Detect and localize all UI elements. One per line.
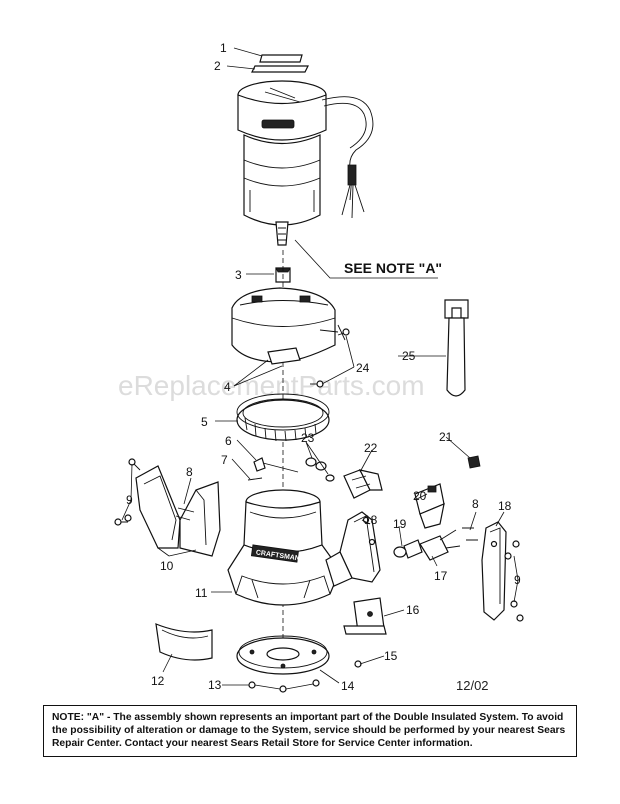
part-14-sub-base <box>236 635 330 675</box>
see-note-leader <box>294 239 438 279</box>
callout-4: 4 <box>224 380 231 394</box>
part-23-washers <box>305 457 335 482</box>
callout-9-right: 9 <box>514 573 521 587</box>
callout-5: 5 <box>201 415 208 429</box>
date-code: 12/02 <box>456 678 489 693</box>
part-4-clamp-ring <box>231 287 346 365</box>
callout-12: 12 <box>151 674 165 688</box>
callout-23: 23 <box>301 431 315 445</box>
parts-diagram: eReplacementParts.com SEE NOTE "A" <box>114 41 524 693</box>
callout-16: 16 <box>406 603 420 617</box>
callout-15: 15 <box>384 649 398 663</box>
note-text: - The assembly shown represents an impor… <box>52 712 566 749</box>
motor-housing <box>237 54 374 246</box>
callout-7: 7 <box>221 453 228 467</box>
part-11-router-base: CRAFTSMAN <box>227 489 341 606</box>
part-1-label-plate <box>259 54 303 63</box>
part-9-right-screws <box>504 540 524 622</box>
callout-13: 13 <box>208 678 222 692</box>
callout-24: 24 <box>356 361 370 375</box>
callout-25: 25 <box>402 349 416 363</box>
part-9-left-screws <box>114 458 141 526</box>
note-box: NOTE: "A" - The assembly shown represent… <box>43 705 577 757</box>
callout-numbers: 1 2 3 4 5 6 7 8 9 10 11 12 13 14 15 16 1… <box>126 41 521 693</box>
callout-18-right: 18 <box>498 499 512 513</box>
callout-18-middle: 18 <box>364 513 378 527</box>
watermark-text: eReplacementParts.com <box>118 370 425 401</box>
see-note-label: SEE NOTE "A" <box>344 260 442 276</box>
part-22-knob <box>343 469 383 499</box>
callout-10: 10 <box>160 559 174 573</box>
callout-19: 19 <box>393 517 407 531</box>
leader-lines <box>121 47 519 690</box>
callout-11: 11 <box>195 586 208 600</box>
callout-9-left: 9 <box>126 493 133 507</box>
part-5-depth-ring <box>236 393 330 442</box>
callout-22: 22 <box>364 441 378 455</box>
part-8-left-pin <box>175 507 195 521</box>
callout-17: 17 <box>434 569 448 583</box>
part-12-chip-shield <box>155 623 213 661</box>
part-18-right-handle <box>325 511 381 587</box>
callout-8-left: 8 <box>186 465 193 479</box>
part-25-wrench <box>444 299 469 397</box>
part-18-far-right-handle <box>481 521 507 621</box>
callout-8-right: 8 <box>472 497 479 511</box>
callout-1: 1 <box>220 41 227 55</box>
callout-3: 3 <box>235 268 242 282</box>
part-7-pin <box>247 477 263 481</box>
callout-20: 20 <box>413 489 427 503</box>
part-16-bracket <box>343 597 387 635</box>
part-20-switch <box>414 483 445 529</box>
part-24-screws <box>310 328 350 388</box>
callout-14: 14 <box>341 679 355 693</box>
part-21-insert <box>467 455 481 469</box>
callout-6: 6 <box>225 434 232 448</box>
part-17-socket <box>419 529 461 561</box>
part-8-right-pin <box>462 527 478 541</box>
part-2-cap-seal <box>251 65 309 73</box>
part-10-left-handle <box>135 465 221 557</box>
part-6-bolt <box>253 457 299 473</box>
note-label: NOTE: "A" <box>52 712 105 723</box>
callout-2: 2 <box>214 59 221 73</box>
callout-21: 21 <box>439 430 453 444</box>
part-19-lamp <box>393 539 423 559</box>
